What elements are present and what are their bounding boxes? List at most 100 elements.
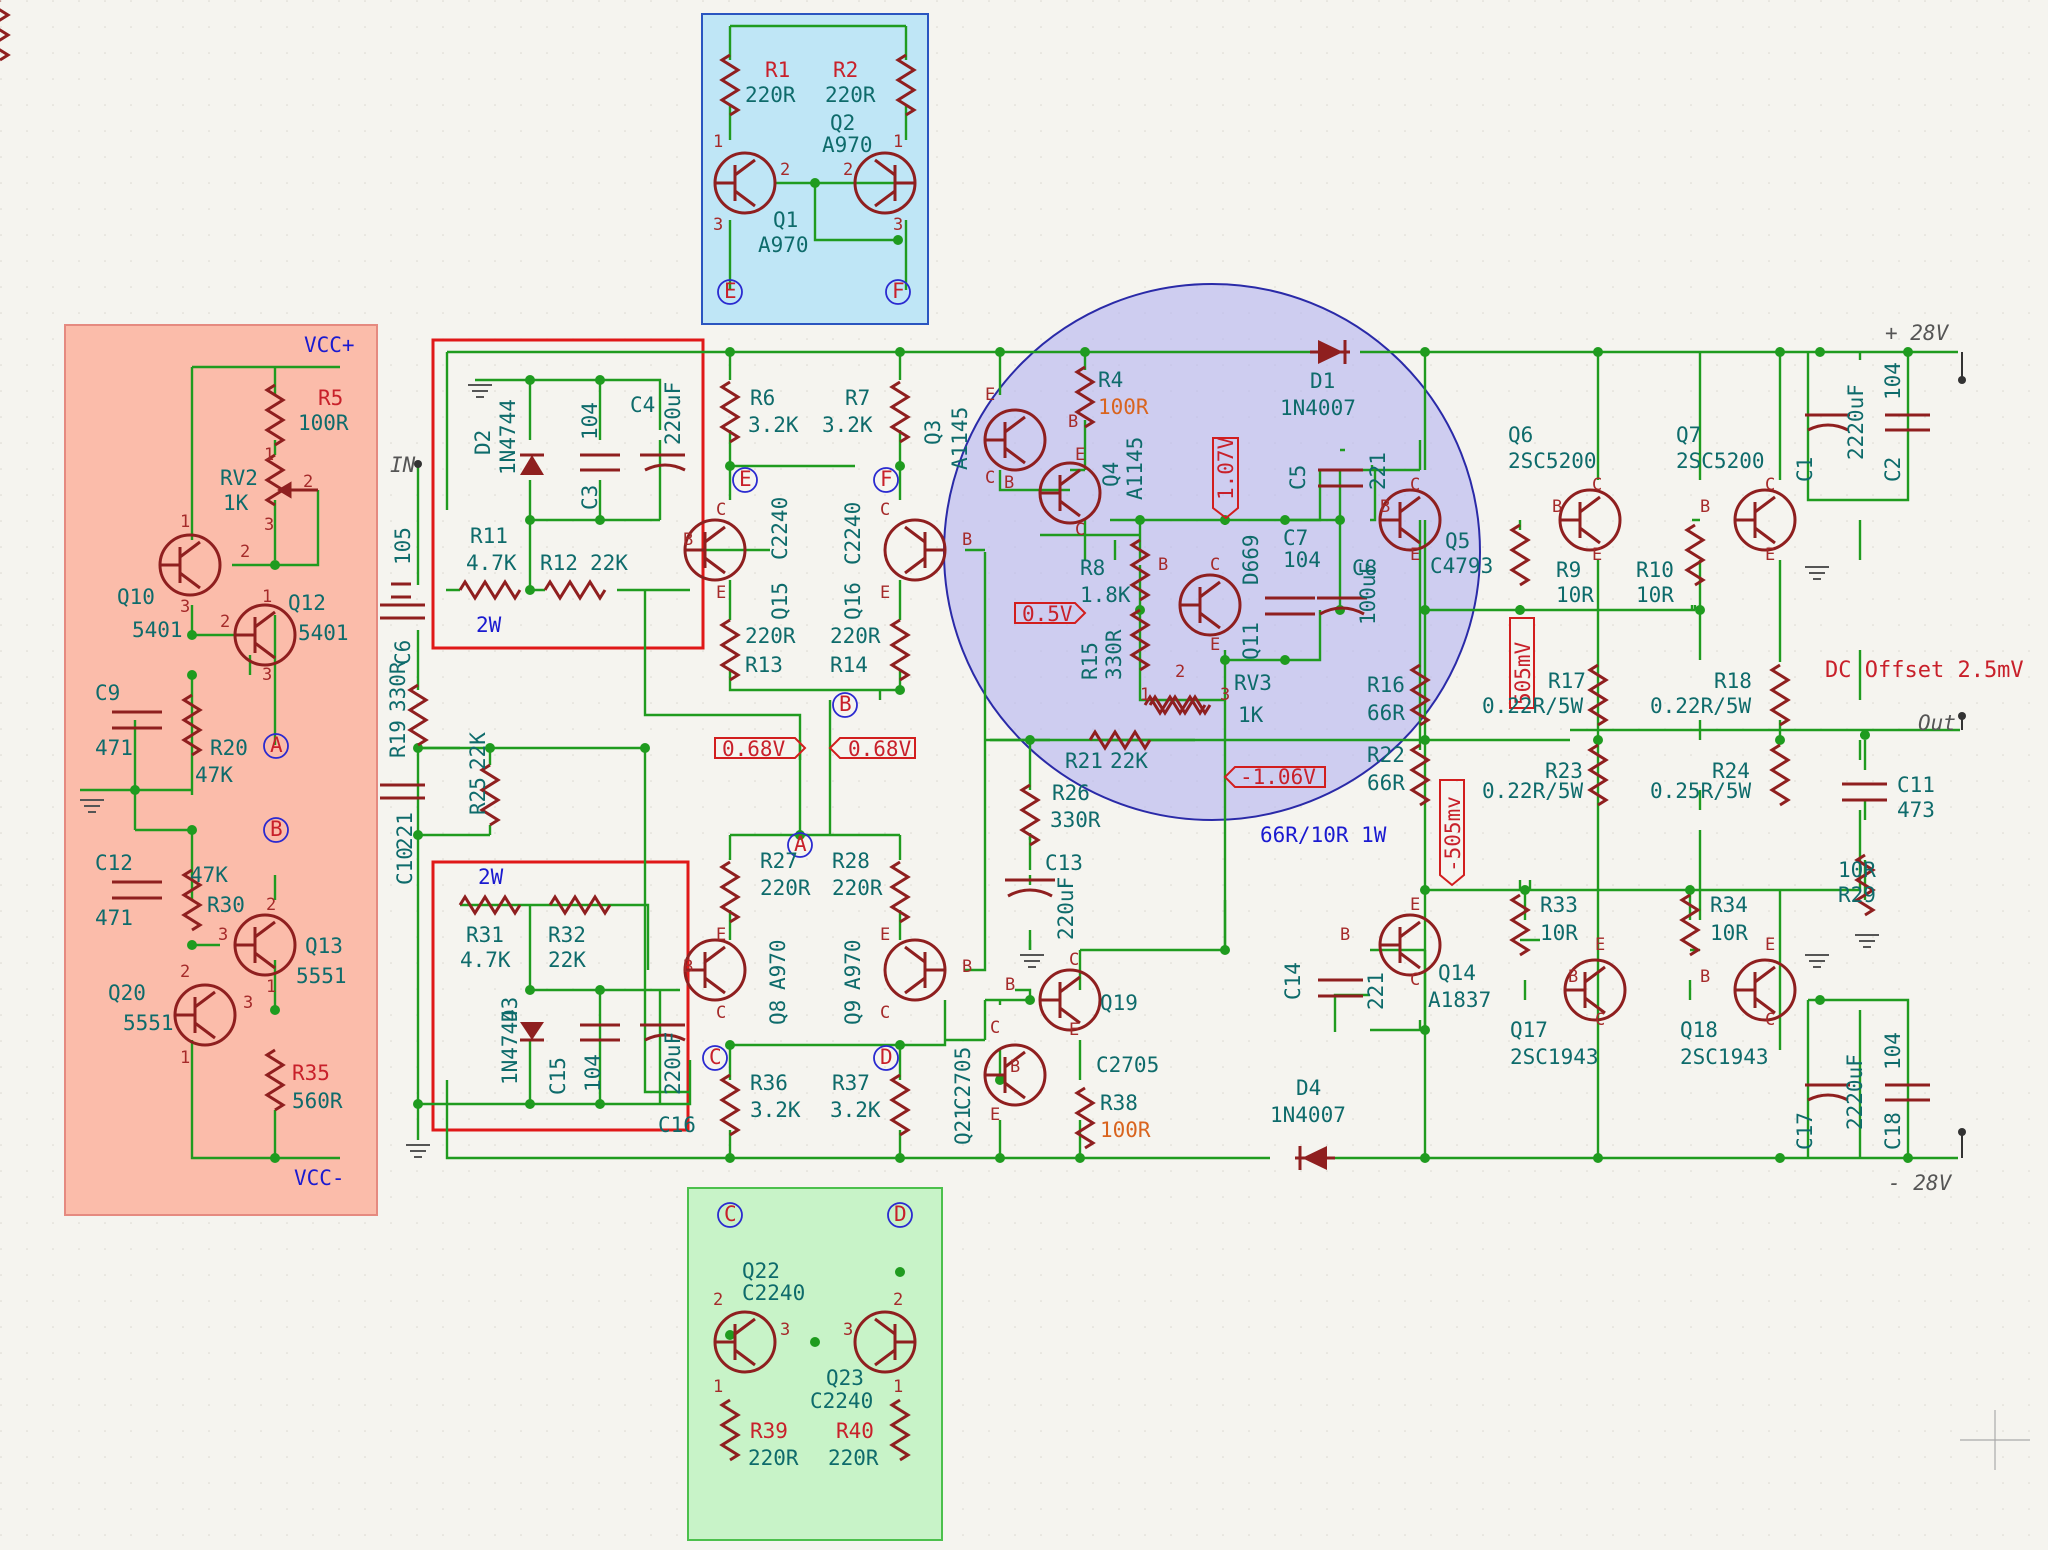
svg-text:2: 2	[713, 1290, 723, 1310]
svg-text:B: B	[683, 530, 693, 550]
svg-text:E: E	[1410, 895, 1420, 915]
svg-text:B: B	[962, 957, 972, 977]
svg-text:1: 1	[893, 1377, 903, 1397]
component-value: 220R	[748, 1446, 799, 1470]
component-value: 4.7K	[466, 551, 517, 575]
component-ref: Q21	[951, 1107, 975, 1145]
component-value: A970	[841, 939, 865, 990]
component-ref: R5	[318, 386, 343, 410]
component-ref: R32	[548, 923, 586, 947]
pos-rail-label: + 28V	[1885, 321, 1950, 345]
pin-markers: 123 123 BCE BCE BEC BEC BCE BCE BCE BEC …	[180, 132, 1775, 1397]
component-ref: Q10	[117, 585, 155, 609]
svg-text:2: 2	[266, 895, 276, 915]
component-ref: D1	[1310, 369, 1335, 393]
component-value: 10R	[1540, 921, 1578, 945]
component-ref: R27	[760, 849, 798, 873]
component-value: 22K	[466, 732, 490, 770]
component-value: 330R	[386, 661, 410, 712]
svg-text:E: E	[1069, 1020, 1079, 1040]
component-value: A970	[822, 133, 873, 157]
component-ref: R37	[832, 1071, 870, 1095]
svg-text:B: B	[962, 530, 972, 550]
ground-symbols	[80, 384, 1879, 1158]
component-ref: Q8	[766, 1000, 790, 1025]
svg-text:1: 1	[266, 977, 276, 997]
component-value: 47K	[195, 763, 233, 787]
component-ref: R11	[470, 524, 508, 548]
component-value: 220R	[760, 876, 811, 900]
component-ref: Q1	[773, 208, 798, 232]
component-value: 22K	[1110, 749, 1148, 773]
svg-text:2: 2	[220, 612, 230, 632]
svg-text:E: E	[1765, 545, 1775, 565]
svg-text:C: C	[716, 1003, 726, 1023]
svg-text:C: C	[1410, 970, 1420, 990]
component-value: C2705	[1096, 1053, 1159, 1077]
component-ref: R39	[750, 1419, 788, 1443]
component-value: 221	[1364, 972, 1388, 1010]
component-ref: R25	[466, 777, 490, 815]
component-value: 220R	[832, 876, 883, 900]
component-value: 10R	[1556, 583, 1594, 607]
net-label: E	[739, 467, 752, 491]
component-ref: Q11	[1239, 622, 1263, 660]
zener-box-top	[431, 338, 705, 650]
component-value: 473	[1897, 798, 1935, 822]
svg-text:C: C	[1765, 475, 1775, 495]
component-ref: Q5	[1445, 529, 1470, 553]
component-ref: Q16	[841, 582, 865, 620]
svg-text:E: E	[990, 1105, 1000, 1125]
component-value: 104	[581, 1054, 605, 1092]
component-ref: R21	[1065, 749, 1103, 773]
component-ref: R33	[1540, 893, 1578, 917]
component-value: 104	[1283, 548, 1321, 572]
net-label: E	[724, 279, 737, 303]
component-value: 10R	[1838, 858, 1876, 882]
svg-text:B: B	[1068, 412, 1078, 432]
component-ref: R6	[750, 386, 775, 410]
component-value: 220uF	[1054, 877, 1078, 940]
component-ref: C10	[393, 847, 417, 885]
component-ref: C7	[1283, 526, 1308, 550]
component-value: A970	[766, 939, 790, 990]
component-value: 100R	[298, 411, 349, 435]
svg-text:E: E	[1075, 445, 1085, 465]
net-label: C	[724, 1202, 737, 1226]
component-value: 66R	[1367, 771, 1405, 795]
component-ref: C9	[95, 681, 120, 705]
component-value: 2SC5200	[1676, 449, 1765, 473]
svg-text:C: C	[990, 1018, 1000, 1038]
svg-text:B: B	[683, 957, 693, 977]
component-value: 22K	[590, 551, 628, 575]
svg-text:C: C	[880, 1003, 890, 1023]
svg-text:3: 3	[180, 597, 190, 617]
dc-offset-note: DC Offset 2.5mV	[1825, 658, 2024, 683]
component-value: A1837	[1428, 988, 1491, 1012]
component-value: 10R	[1636, 583, 1674, 607]
net-label: F	[880, 467, 893, 491]
component-value: 2SC1943	[1510, 1045, 1599, 1069]
component-ref: Q9	[841, 1000, 865, 1025]
vcc-region	[64, 324, 378, 1216]
net-flag: -1.06V	[1240, 765, 1316, 789]
component-ref: R4	[1098, 368, 1123, 392]
component-value: 1N4744	[498, 1009, 522, 1085]
component-value: 330R	[1102, 629, 1126, 680]
svg-text:E: E	[716, 583, 726, 603]
svg-text:1: 1	[262, 587, 272, 607]
component-ref: Q13	[305, 934, 343, 958]
svg-text:E: E	[1210, 635, 1220, 655]
component-ref: C16	[658, 1113, 696, 1137]
svg-text:2: 2	[240, 542, 250, 562]
component-value: 220R	[830, 624, 881, 648]
component-ref: R31	[466, 923, 504, 947]
svg-text:B: B	[1340, 925, 1350, 945]
svg-text:2: 2	[1175, 662, 1185, 682]
pot-symbols	[264, 453, 1207, 716]
component-symbols	[0, 0, 11, 62]
component-ref: R8	[1080, 556, 1105, 580]
svg-text:B: B	[1552, 497, 1562, 517]
component-ref: Q18	[1680, 1018, 1718, 1042]
